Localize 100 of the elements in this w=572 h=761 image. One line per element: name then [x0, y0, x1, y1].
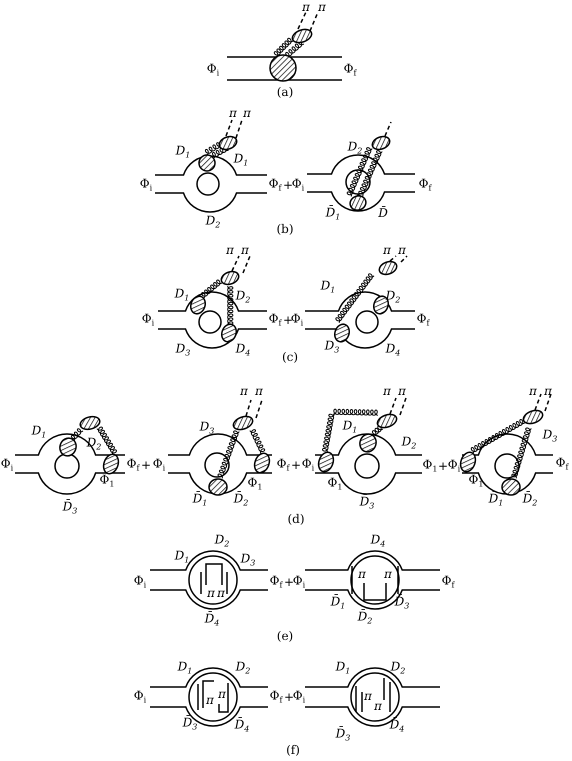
- particle-label: D$_{1}$: [234, 152, 248, 168]
- particle-label: D$_{4}$: [386, 342, 400, 358]
- particle-label: D̄$_{2}$: [522, 492, 538, 508]
- plus-sign: +: [284, 691, 294, 703]
- plus-sign: +: [284, 576, 294, 588]
- particle-label: π: [529, 385, 537, 397]
- particle-label: Φ$_{i}$: [292, 689, 306, 705]
- particle-label: D$_{2}$: [214, 533, 230, 549]
- particle-label: π: [243, 107, 251, 119]
- particle-label: D̄$_{3}$: [62, 500, 78, 516]
- particle-label: Φ$_{f}$: [416, 312, 430, 328]
- particle-label: D̄$_{4}$: [234, 718, 250, 734]
- particle-label: D$_{2}$: [348, 140, 362, 156]
- plus-sign: +: [140, 459, 152, 471]
- particle-label: Φ$_{i}$: [206, 62, 220, 78]
- particle-label: D$_{1}$: [176, 144, 190, 160]
- particle-label: D̄$_{1}$: [192, 492, 208, 508]
- panel-label: (b): [276, 223, 294, 235]
- particle-label: π: [383, 385, 391, 397]
- panel-label: (f): [286, 744, 300, 756]
- particle-label: D̄$_{1}$: [326, 206, 340, 222]
- particle-label: D$_{3}$: [324, 339, 340, 355]
- particle-label: π: [383, 244, 391, 256]
- particle-label: Φ$_{f}$: [418, 177, 432, 193]
- particle-label: D$_{1}$: [178, 660, 192, 676]
- plus-sign: +: [438, 460, 448, 472]
- particle-label: D$_{1}$: [174, 549, 190, 565]
- panel-label: (e): [276, 630, 294, 642]
- particle-label: π: [398, 385, 406, 397]
- plus-sign: +: [282, 314, 294, 326]
- particle-label: Φ$_{1}$: [328, 476, 342, 492]
- particle-label: Φ$_{1}$: [248, 476, 262, 492]
- particle-label: π: [255, 385, 263, 397]
- particle-label: π: [544, 385, 552, 397]
- particle-label: π: [241, 244, 249, 256]
- particle-label: Φ$_{i}$: [302, 457, 314, 473]
- particle-label: Φ$_{i}$: [0, 457, 14, 473]
- plus-sign: +: [282, 179, 294, 191]
- particle-label: π: [218, 688, 226, 700]
- particle-label: D̄: [378, 207, 388, 219]
- particle-label: π: [358, 568, 366, 580]
- particle-label: Φ$_{i}$: [292, 574, 306, 590]
- particle-label: D$_{1}$: [32, 424, 46, 440]
- particle-label: Φ$_{i}$: [292, 177, 304, 193]
- particle-label: π: [398, 244, 406, 256]
- particle-label: Φ$_{f}$: [126, 457, 140, 473]
- panel-label: (c): [282, 351, 298, 363]
- particle-label: Φ$_{i}$: [134, 689, 146, 705]
- particle-label: Φ$_{1}$: [100, 473, 114, 489]
- panel-label: (d): [287, 513, 305, 525]
- particle-label: D̄$_{3}$: [336, 727, 350, 743]
- particle-label: D$_{4}$: [236, 342, 250, 358]
- particle-label: D$_{3}$: [542, 428, 558, 444]
- particle-label: D$_{1}$: [320, 279, 336, 295]
- particle-label: Φ$_{1}$: [468, 473, 484, 489]
- particle-label: Φ$_{f}$: [276, 457, 290, 473]
- particle-label: D̄$_{1}$: [330, 595, 346, 611]
- panel-label: (a): [276, 86, 294, 98]
- particle-label: π: [302, 1, 310, 13]
- particle-label: π: [226, 244, 234, 256]
- particle-label: π: [217, 587, 225, 599]
- particle-label: D̄$_{4}$: [204, 612, 220, 628]
- particle-label: Φ$_{i}$: [140, 177, 152, 193]
- particle-label: D$_{2}$: [402, 435, 416, 451]
- particle-label: Φ$_{i}$: [152, 457, 166, 473]
- particle-label: Φ$_{f}$: [442, 574, 454, 590]
- particle-label: π: [207, 587, 215, 599]
- particle-label: Φ$_{f}$: [268, 177, 282, 193]
- particle-label: Φ$_{1}$: [422, 458, 438, 474]
- particle-label: D$_{2}$: [386, 289, 400, 305]
- particle-label: D$_{3}$: [200, 420, 214, 436]
- particle-label: D$_{1}$: [336, 660, 350, 676]
- particle-label: Φ$_{i}$: [134, 574, 146, 590]
- particle-label: π: [206, 694, 214, 706]
- particle-label: Φ$_{f}$: [556, 456, 568, 472]
- particle-label: π: [364, 690, 372, 702]
- particle-label: D$_{2}$: [390, 660, 406, 676]
- particle-label: D$_{2}$: [206, 214, 220, 230]
- particle-label: Φ$_{f}$: [344, 62, 356, 78]
- particle-label: Φ$_{i}$: [290, 312, 304, 328]
- particle-label: D̄$_{3}$: [182, 716, 198, 732]
- particle-label: D$_{1}$: [342, 419, 358, 435]
- particle-label: π: [318, 1, 326, 13]
- particle-label: Φ$_{f}$: [270, 574, 282, 590]
- particle-label: Φ$_{i}$: [142, 312, 154, 328]
- plus-sign: +: [290, 459, 302, 471]
- particle-label: π: [229, 107, 237, 119]
- particle-label: Φ$_{f}$: [270, 689, 282, 705]
- particle-label: D̄$_{2}$: [358, 610, 372, 626]
- particle-label: π: [384, 568, 392, 580]
- particle-label: D$_{3}$: [176, 342, 190, 358]
- particle-label: D$_{3}$: [240, 552, 256, 568]
- particle-label: D$_{1}$: [174, 287, 190, 303]
- particle-label: D$_{2}$: [236, 660, 250, 676]
- particle-label: D$_{2}$: [236, 289, 250, 305]
- particle-label: π: [240, 385, 248, 397]
- particle-label: Φ$_{i}$: [448, 458, 460, 474]
- particle-label: D$_{4}$: [370, 533, 386, 549]
- particle-label: π: [374, 700, 382, 712]
- particle-label: Φ$_{f}$: [268, 312, 282, 328]
